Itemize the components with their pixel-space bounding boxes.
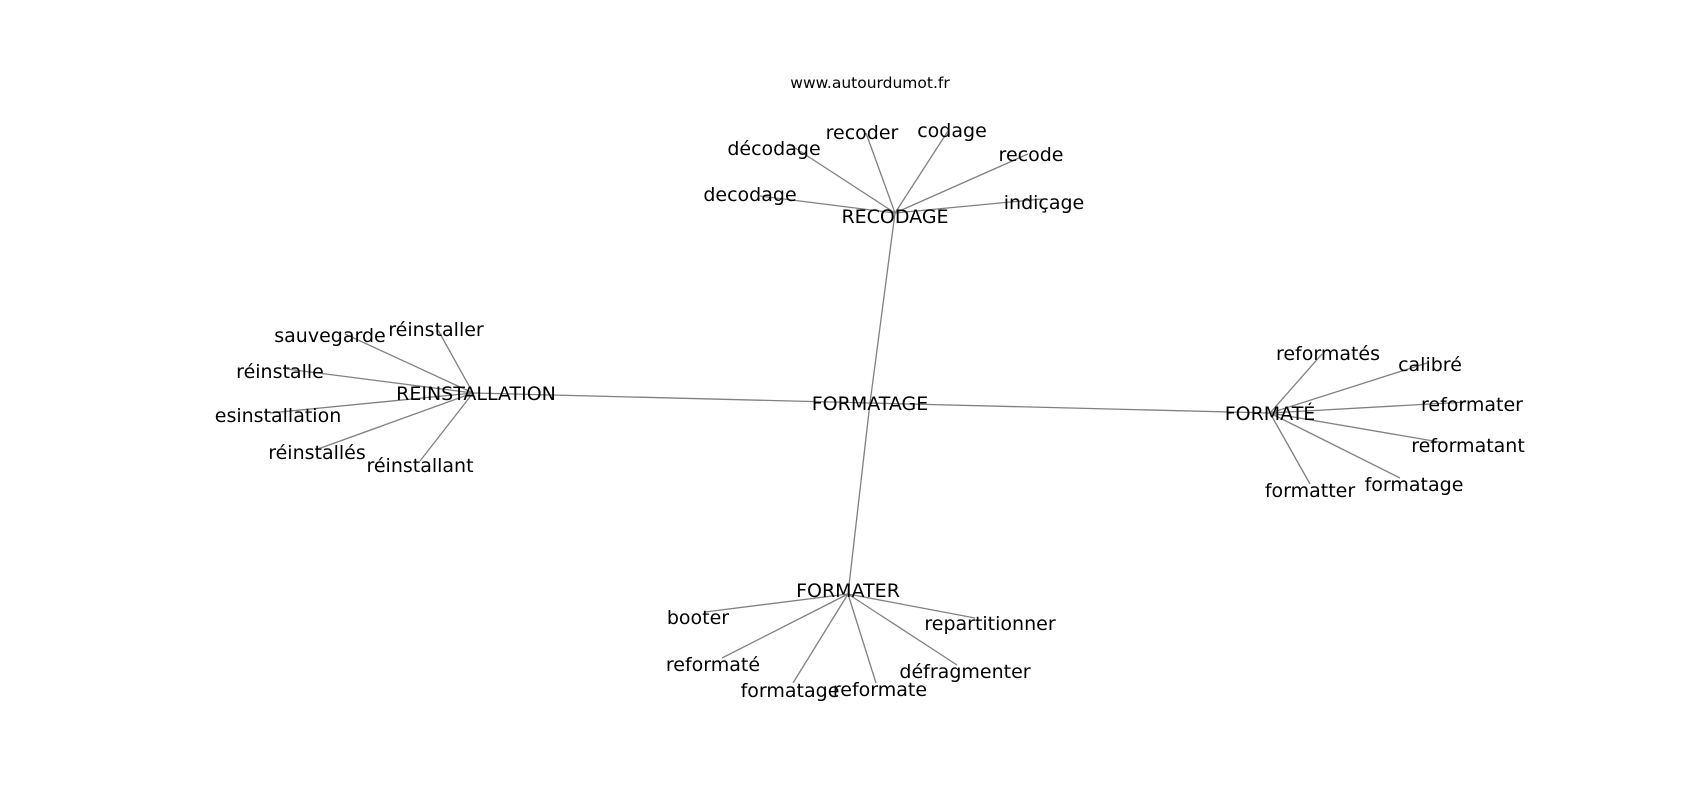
edge-formater-leaf (847, 593, 976, 619)
graph-edges (269, 130, 1467, 684)
edge-recodage-leaf (865, 132, 896, 214)
leaf-node-label: réinstalle (236, 361, 324, 383)
edge-formater-leaf (847, 593, 877, 684)
leaf-node-label: reformatés (1276, 343, 1380, 365)
leaf-node-label: formatage (1365, 474, 1464, 496)
edge-center-recodage (869, 212, 896, 404)
edge-recodage-leaf (894, 130, 949, 214)
edge-formater-leaf (721, 593, 849, 659)
edge-recodage-leaf (759, 195, 896, 214)
leaf-node-label: reformaté (666, 654, 760, 676)
leaf-node-label: repartitionner (924, 613, 1055, 635)
edge-formater-leaf (792, 593, 849, 684)
leaf-node-label: formatter (1265, 480, 1356, 502)
edge-reinstallation-leaf (286, 368, 474, 394)
edge-formate-hub-leaf (1269, 412, 1401, 479)
leaf-node-label: indiçage (1004, 192, 1085, 214)
edge-center-formater (847, 402, 871, 595)
edge-center-reinstallation (472, 392, 871, 404)
leaf-node-label: réinstaller (388, 319, 484, 341)
edge-formate-hub-leaf (1269, 412, 1311, 485)
leaf-node-label: sauvegarde (274, 325, 385, 347)
leaf-node-label: recode (999, 144, 1064, 166)
leaf-node-label: formatage (741, 680, 840, 702)
leaf-node-label: reformate (833, 679, 927, 701)
hub-node-label: FORMATÉ (1225, 402, 1316, 425)
edge-recodage-leaf (894, 153, 1029, 214)
center-node-label: FORMATAGE (812, 393, 929, 415)
leaf-node-label: codage (917, 120, 987, 142)
edge-formate-hub-leaf (1269, 362, 1428, 414)
hub-node-label: RECODAGE (841, 206, 948, 228)
leaf-node-label: décodage (727, 138, 820, 160)
leaf-node-label: défragmenter (899, 661, 1030, 683)
edge-reinstallation-leaf (419, 392, 474, 462)
source-watermark: www.autourdumot.fr (790, 74, 950, 92)
leaf-node-label: réinstallant (366, 455, 473, 477)
edge-reinstallation-leaf (344, 333, 474, 394)
leaf-node-label: booter (667, 607, 729, 629)
leaf-node-label: réinstallés (268, 442, 366, 464)
hub-node-label: FORMATER (796, 580, 900, 602)
edge-reinstallation-leaf (437, 329, 474, 394)
edge-recodage-leaf (894, 198, 1043, 214)
edge-formater-leaf (704, 593, 849, 613)
leaf-node-label: calibré (1398, 354, 1462, 376)
edge-reinstallation-leaf (317, 392, 474, 450)
edge-formater-leaf (847, 593, 958, 666)
edge-reinstallation-leaf (269, 392, 474, 414)
edge-center-formate-hub (869, 402, 1271, 414)
leaf-node-label: reformatant (1411, 435, 1525, 457)
hub-node-label: REINSTALLATION (396, 383, 556, 405)
graph-labels: www.autourdumot.fr FORMATAGE décodage rec… (215, 74, 1525, 702)
edge-formate-hub-leaf (1269, 412, 1446, 444)
leaf-node-label: decodage (703, 184, 796, 206)
leaf-node-label: recoder (826, 122, 899, 144)
leaf-node-label: esinstallation (215, 405, 342, 427)
edge-formate-hub-leaf (1269, 401, 1467, 414)
edge-formate-hub-leaf (1269, 353, 1323, 414)
edge-recodage-leaf (788, 143, 896, 214)
leaf-node-label: reformater (1421, 394, 1523, 416)
